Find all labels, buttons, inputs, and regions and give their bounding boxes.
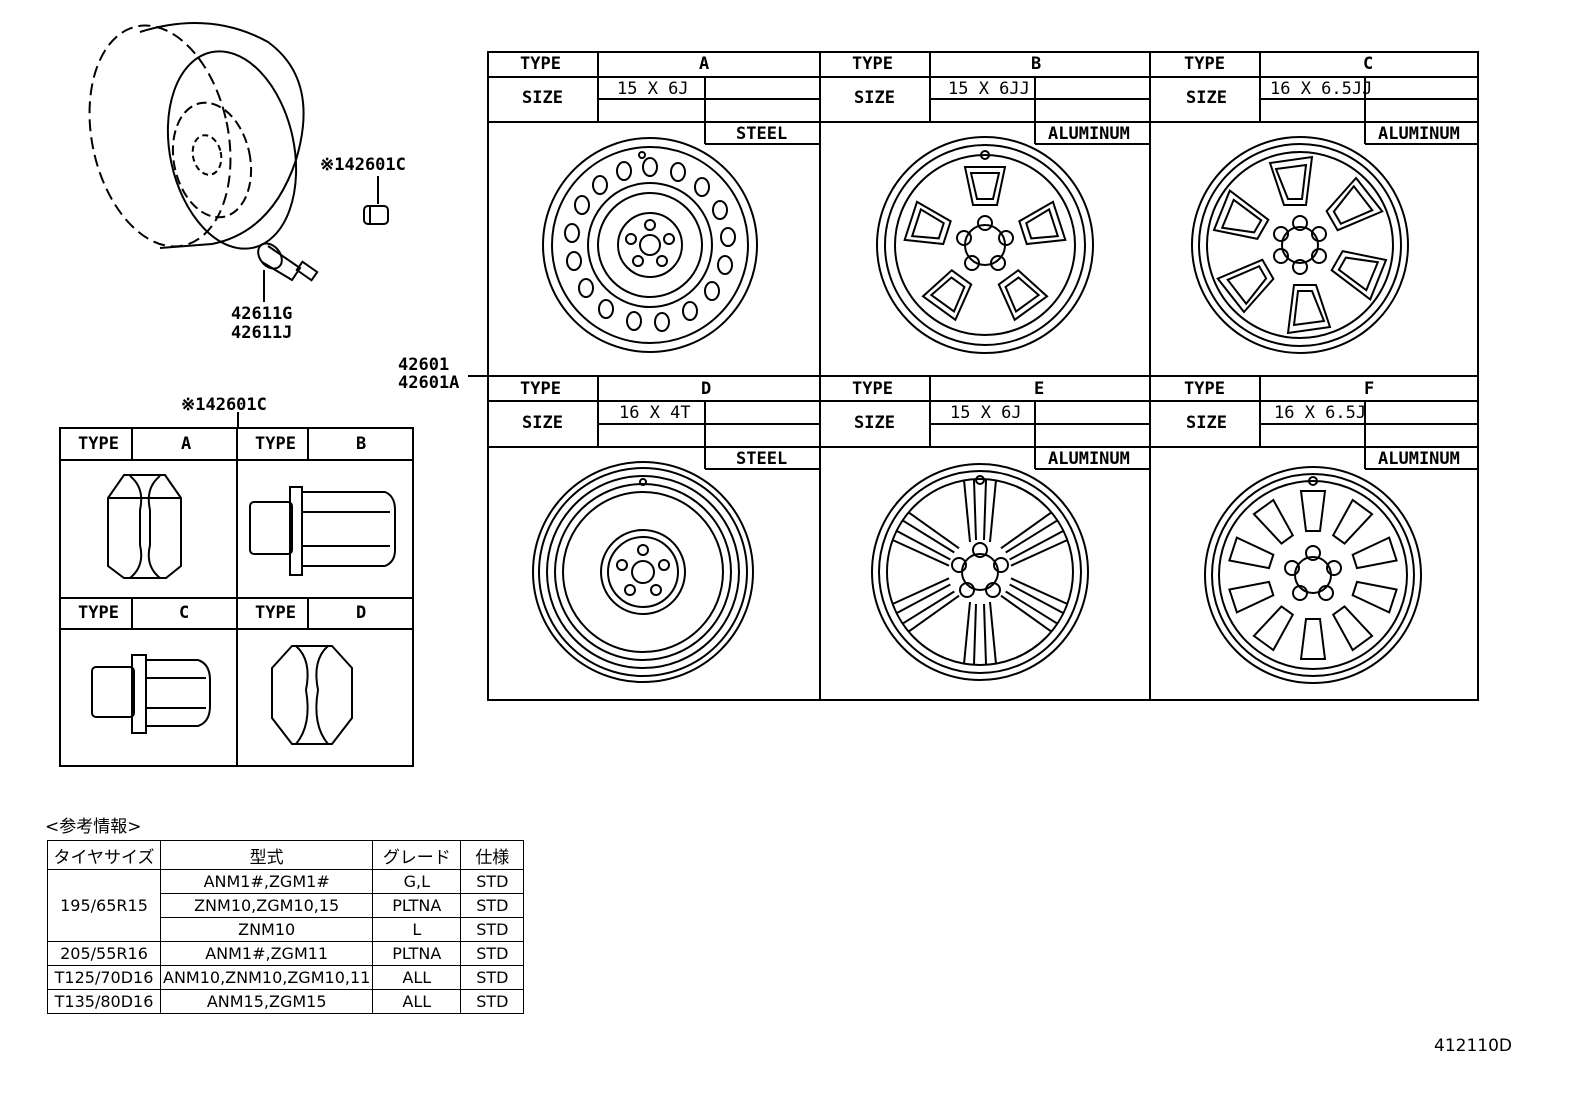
wheel-material-b: ALUMINUM bbox=[1048, 124, 1130, 144]
ref-grade: PLTNA bbox=[372, 893, 462, 918]
wheel-material-a: STEEL bbox=[736, 124, 788, 144]
table-row: T125/70D16 ANM10,ZNM10,ZGM10,11 ALL STD bbox=[47, 965, 525, 990]
ref-model: ANM10,ZNM10,ZGM10,11 bbox=[159, 965, 374, 990]
nut-type-label-d: TYPE bbox=[255, 603, 296, 623]
wheel-table-grid bbox=[487, 51, 1479, 701]
wheel-material-c: ALUMINUM bbox=[1378, 124, 1460, 144]
nut-b-drawing bbox=[249, 486, 396, 576]
type-label-f: TYPE bbox=[1184, 379, 1225, 399]
wheel-type-f: F bbox=[1364, 379, 1375, 399]
table-row: 195/65R15 ANM1#,ZGM1# G,L STD bbox=[47, 869, 525, 942]
wheel-material-d: STEEL bbox=[736, 449, 788, 469]
wheel-size-d: 16 X 4T bbox=[619, 403, 691, 423]
wheel-type-b: B bbox=[1031, 54, 1042, 74]
type-label-a: TYPE bbox=[520, 54, 561, 74]
ref-model: ANM15,ZGM15 bbox=[159, 989, 374, 1014]
ref-model: ANM1#,ZGM11 bbox=[159, 941, 374, 966]
table-row: T135/80D16 ANM15,ZGM15 ALL STD bbox=[47, 989, 525, 1014]
ref-model: ZNM10 bbox=[159, 917, 374, 942]
wheel-size-e: 15 X 6J bbox=[950, 403, 1022, 423]
ref-model: ANM1#,ZGM1# bbox=[159, 869, 374, 894]
wheel-type-e: E bbox=[1034, 379, 1045, 399]
ref-header-model: 型式 bbox=[159, 840, 374, 870]
wheel-b-drawing bbox=[876, 136, 1094, 354]
ref-grade: ALL bbox=[372, 965, 462, 990]
nut-d-drawing bbox=[271, 645, 353, 745]
ref-grade: PLTNA bbox=[372, 941, 462, 966]
ref-grade: ALL bbox=[372, 989, 462, 1014]
wheel-c-drawing bbox=[1191, 136, 1409, 354]
size-label-e: SIZE bbox=[854, 413, 895, 433]
ref-header-tire: タイヤサイズ bbox=[47, 840, 161, 870]
nut-c-drawing bbox=[91, 654, 211, 734]
nut-table-title: ※142601C bbox=[181, 395, 267, 415]
ref-spec: STD bbox=[460, 989, 525, 1014]
nut-type-b: B bbox=[356, 434, 367, 454]
ref-spec: STD bbox=[460, 869, 525, 894]
ref-grade: G,L bbox=[372, 869, 462, 894]
ref-grade: L bbox=[372, 917, 462, 942]
wheel-type-a: A bbox=[699, 54, 710, 74]
ref-spec: STD bbox=[460, 941, 525, 966]
wheel-size-a: 15 X 6J bbox=[617, 79, 689, 99]
ref-tire-size: T135/80D16 bbox=[47, 989, 161, 1014]
wheel-material-e: ALUMINUM bbox=[1048, 449, 1130, 469]
wheel-f-drawing bbox=[1204, 466, 1422, 684]
size-label-a: SIZE bbox=[522, 88, 563, 108]
wheel-part-number-2: 42601A bbox=[398, 373, 460, 393]
nut-type-c: C bbox=[179, 603, 190, 623]
valve-part-number-1: 42611G bbox=[231, 304, 293, 324]
wheel-assembly-drawing bbox=[88, 22, 305, 250]
type-label-c: TYPE bbox=[1184, 54, 1225, 74]
type-label-d: TYPE bbox=[520, 379, 561, 399]
valve-stem-drawing bbox=[257, 242, 319, 302]
ref-spec: STD bbox=[460, 893, 525, 918]
reference-table: タイヤサイズ 型式 グレード 仕様 195/65R15 ANM1#,ZGM1# … bbox=[47, 840, 525, 1014]
wheel-material-f: ALUMINUM bbox=[1378, 449, 1460, 469]
reference-title: <参考情報> bbox=[45, 817, 142, 837]
size-label-d: SIZE bbox=[522, 413, 563, 433]
ref-spec: STD bbox=[460, 917, 525, 942]
wheel-e-drawing bbox=[871, 463, 1089, 681]
ref-tire-size: T125/70D16 bbox=[47, 965, 161, 990]
nut-a-drawing bbox=[107, 474, 182, 579]
valve-part-number-2: 42611J bbox=[231, 323, 293, 343]
nut-table-grid bbox=[59, 412, 414, 767]
nut-type-label-c: TYPE bbox=[78, 603, 119, 623]
wheel-part-number-1: 42601 bbox=[398, 355, 450, 375]
ref-header-grade: グレード bbox=[372, 840, 462, 870]
wheel-d-drawing bbox=[532, 461, 754, 683]
nut-type-a: A bbox=[181, 434, 192, 454]
ref-tire-size: 205/55R16 bbox=[47, 941, 161, 966]
nut-type-label-b: TYPE bbox=[255, 434, 296, 454]
wheel-size-b: 15 X 6JJ bbox=[948, 79, 1030, 99]
type-label-b: TYPE bbox=[852, 54, 893, 74]
wheel-a-drawing bbox=[542, 137, 758, 353]
type-label-e: TYPE bbox=[852, 379, 893, 399]
hub-cap-nut-drawing bbox=[363, 176, 389, 225]
size-label-c: SIZE bbox=[1186, 88, 1227, 108]
nut-type-d: D bbox=[356, 603, 367, 623]
ref-tire-size: 195/65R15 bbox=[47, 869, 161, 942]
wheel-type-d: D bbox=[701, 379, 712, 399]
hub-cap-part-number: ※142601C bbox=[320, 155, 406, 175]
size-label-f: SIZE bbox=[1186, 413, 1227, 433]
table-row: 205/55R16 ANM1#,ZGM11 PLTNA STD bbox=[47, 941, 525, 966]
wheel-size-f: 16 X 6.5J bbox=[1274, 403, 1367, 423]
ref-model: ZNM10,ZGM10,15 bbox=[159, 893, 374, 918]
ref-header-spec: 仕様 bbox=[460, 840, 525, 870]
diagram-id: 412110D bbox=[1434, 1036, 1512, 1056]
nut-type-label-a: TYPE bbox=[78, 434, 119, 454]
wheel-type-c: C bbox=[1363, 54, 1374, 74]
ref-spec: STD bbox=[460, 965, 525, 990]
wheel-size-c: 16 X 6.5JJ bbox=[1270, 79, 1373, 99]
table-row: ZNM10,ZGM10,15 PLTNA STD bbox=[48, 893, 525, 918]
size-label-b: SIZE bbox=[854, 88, 895, 108]
